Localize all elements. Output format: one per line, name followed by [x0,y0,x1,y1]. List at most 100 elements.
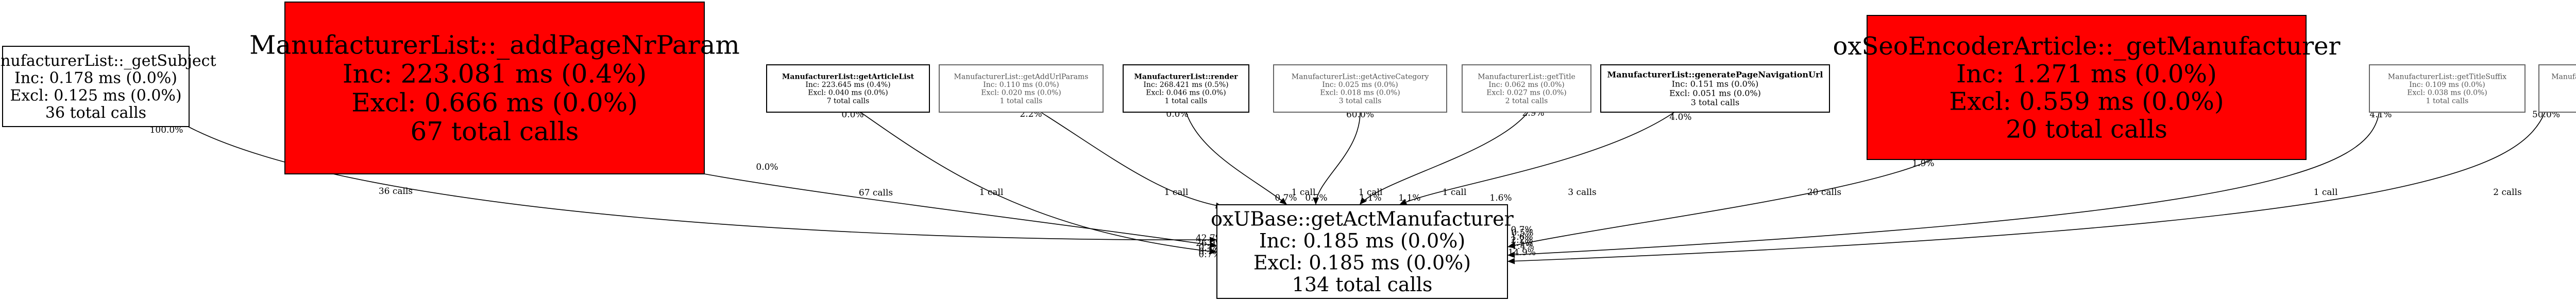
target-percent: 1.1% [1511,238,1533,248]
target-percent: 14.9% [1508,247,1536,258]
node-stat: Inc: 0.151 ms (0.0%) [1672,79,1759,89]
edge-line [1315,112,1361,205]
caller-node[interactable]: oxSeoEncoderArticle::_getManufacturerInc… [1833,15,2341,160]
target-percent: 0.7% [1511,225,1533,235]
edge-label: 1 call [2314,187,2338,198]
source-percent: 4.0% [1669,112,1691,122]
edge-line [1507,159,1933,247]
caller-node[interactable]: ManufacturerList::generatePageNavigation… [1600,64,1830,113]
node-box [1867,15,2307,160]
edge-line [1359,112,1529,205]
node-box [1216,204,1508,299]
edge-arrowhead [1507,242,1515,248]
caller-node[interactable]: ManufacturerList::getActiveCategoryInc: … [1273,64,1447,113]
node-stat: Inc: 0.062 ms (0.0%) [1488,81,1565,89]
node-stat: 67 total calls [411,117,579,147]
node-stat: Excl: 0.666 ms (0.0%) [351,88,637,118]
node-stat: 7 total calls [827,97,870,105]
node-stat: 134 total calls [1292,273,1433,296]
edge-arrowhead [1399,199,1408,205]
edge-arrowhead [1279,198,1287,205]
edge-label: 67 calls [859,188,893,198]
call-edge: 1 call [860,112,1217,255]
edge-line [1399,112,1675,205]
node-title: ManufacturerList::getTitle [1478,73,1575,81]
edge-line [1507,112,2546,262]
source-percent: 0.0% [756,162,778,172]
call-edge: 2 calls [1507,112,2546,264]
call-edge: 1 call [1040,112,1224,209]
node-stat: 1 total calls [1000,97,1043,105]
node-stat: Inc: 0.109 ms (0.0%) [2409,81,2485,89]
target-percent: 1.1% [1398,193,1420,203]
edge-line [1507,112,2380,256]
node-stat: Excl: 0.125 ms (0.0%) [10,86,181,104]
caller-node[interactable]: ManufacturerList::_getSeoObjectIdInc: 0.… [2538,64,2576,113]
target-percent: 1.6% [1511,232,1533,242]
node-box [2369,64,2526,113]
node-stat: Excl: 0.040 ms (0.0%) [808,89,888,97]
call-edge: 20 calls [1507,159,1933,248]
edge-arrowhead [1209,237,1217,243]
node-stat: Excl: 0.051 ms (0.0%) [1669,88,1761,98]
edge-label: 1 call [979,187,1004,198]
edge-arrowhead [1360,197,1367,205]
node-box [1462,64,1591,113]
node-stat: 1 total calls [2426,97,2469,105]
target-percent: 1.1% [1359,193,1381,203]
node-stat: Excl: 0.185 ms (0.0%) [1253,252,1471,274]
edge-line [1040,112,1224,207]
node-stat: 36 total calls [45,104,146,122]
edge-line [860,112,1217,253]
node-box [1273,64,1447,113]
edge-arrowhead [1507,252,1515,258]
edge-label: 1 call [1292,187,1316,198]
node-stat: Excl: 0.046 ms (0.0%) [1146,89,1226,97]
node-stat: Inc: 0.025 ms (0.0%) [1322,81,1398,89]
target-percent: 1.4% [1512,241,1534,252]
node-stat: Inc: 0.185 ms (0.0%) [1259,229,1465,252]
node-title: ManufacturerList::getActiveCategory [1292,73,1429,81]
node-box [2538,64,2576,113]
node-stat: Inc: 268.421 ms (0.5%) [1143,81,1228,89]
edge-arrowhead [1209,248,1217,255]
edge-arrowhead [1507,258,1515,264]
node-title: oxUBase::getActManufacturer [1211,207,1514,230]
node-box [284,2,705,174]
node-stat: Excl: 0.027 ms (0.0%) [1486,89,1567,97]
edge-arrowhead [1313,198,1319,205]
node-stat: 20 total calls [2006,115,2167,144]
node-title: ManufacturerList::_addPageNrParam [249,30,740,60]
node-stat: Excl: 0.020 ms (0.0%) [981,89,1061,97]
node-stat: Inc: 223.081 ms (0.4%) [343,59,647,89]
edge-label: 1 call [1443,187,1467,198]
node-stat: 3 total calls [1691,97,1739,107]
source-percent: 1.9% [1912,158,1934,169]
node-title: ManufacturerList::getArticleList [782,73,914,81]
edge-line [704,173,1217,246]
target-percent: 1.6% [1489,193,1512,203]
node-stat: Inc: 223.645 ms (0.4%) [805,81,890,89]
call-edge: 3 calls [1399,112,1675,205]
edge-label: 3 calls [1568,187,1596,198]
node-box [1123,64,1249,113]
node-stat: Inc: 1.271 ms (0.0%) [1956,60,2217,88]
target-percent: 0.5% [1511,228,1533,238]
target-percent: 0.7% [1198,246,1221,257]
node-box [2,46,190,127]
node-stat: Inc: 0.178 ms (0.0%) [14,69,177,87]
node-title: ManufacturerList::_getSeoObjectId [2551,73,2576,81]
node-title: oxSeoEncoderArticle::_getManufacturer [1833,32,2341,61]
node-box [766,64,930,113]
edge-label: 36 calls [379,186,413,197]
